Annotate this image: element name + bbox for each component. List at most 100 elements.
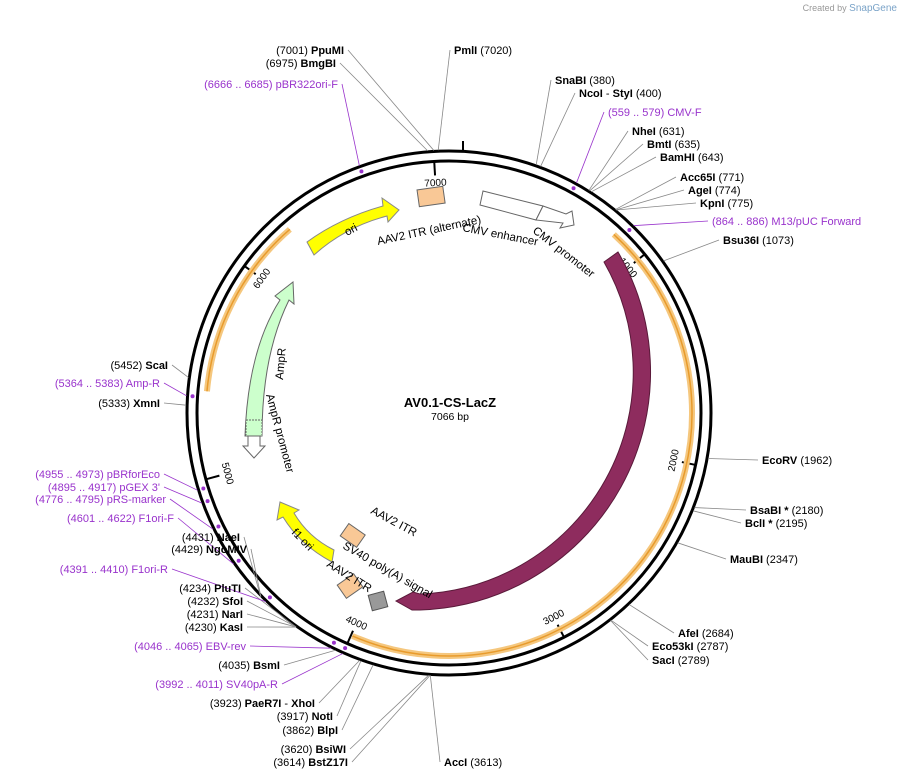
site-leader-line <box>243 536 261 597</box>
restriction-site-label[interactable]: AfeI (2684) <box>678 628 734 640</box>
site-leader-line <box>663 239 720 262</box>
ampr-feature[interactable] <box>244 281 295 437</box>
site-leader-line <box>341 664 374 731</box>
restriction-site-label[interactable]: BclI * (2195) <box>745 518 807 530</box>
primer-label[interactable]: (6666 .. 6685) pBR322ori-F <box>204 79 338 91</box>
site-leader-line <box>615 176 677 210</box>
restriction-site-label[interactable]: (3862) BlpI <box>282 725 338 737</box>
site-leader-line <box>250 548 262 597</box>
cmv-enhancer-feature[interactable] <box>479 190 544 221</box>
primer-label[interactable]: (3992 .. 4011) SV40pA-R <box>155 679 278 691</box>
primer-label[interactable]: (4776 .. 4795) pRS-marker <box>35 494 166 506</box>
orf-arcs <box>203 227 695 659</box>
sv40-polya-feature[interactable] <box>367 590 389 612</box>
snapgene-credit: Created by SnapGene <box>803 3 897 14</box>
restriction-site-label[interactable]: SnaBI (380) <box>555 75 615 87</box>
lacZ-feature[interactable] <box>394 251 652 611</box>
restriction-site-label[interactable]: (4035) BsmI <box>218 660 280 672</box>
cmv-promoter-feature[interactable] <box>535 205 575 229</box>
primer-label[interactable]: (559 .. 579) CMV-F <box>608 107 702 119</box>
restriction-site-label[interactable]: (4429) NgoMIV <box>171 544 247 556</box>
primer-leader-line <box>281 653 343 685</box>
site-leader-line <box>283 649 336 666</box>
ruler-tick-label: 4000 <box>344 614 369 633</box>
restriction-site-label[interactable]: (4231) NarI <box>187 609 243 621</box>
aav2-itr-alternate-feature[interactable] <box>416 185 446 208</box>
primer-mark <box>343 646 348 651</box>
site-leader-line <box>610 619 649 647</box>
site-leader-line <box>437 49 451 151</box>
restriction-site-label[interactable]: Eco53kI (2787) <box>652 641 728 653</box>
site-leader-line <box>610 620 649 661</box>
primer-leader-line <box>163 486 203 504</box>
restriction-site-label[interactable]: (5333) XmnI <box>98 398 160 410</box>
restriction-site-label[interactable]: (4232) SfoI <box>187 596 243 608</box>
restriction-site-label[interactable]: (4431) NaeI <box>182 532 240 544</box>
restriction-site-label[interactable]: (4230) KasI <box>185 622 243 634</box>
restriction-site-label[interactable]: Acc65I (771) <box>680 172 744 184</box>
site-leader-line <box>246 613 297 628</box>
primer-label[interactable]: (4046 .. 4065) EBV-rev <box>134 641 246 653</box>
restriction-site-label[interactable]: (3923) PaeR7I - XhoI <box>210 698 315 710</box>
restriction-site-label[interactable]: (3620) BsiWI <box>281 744 346 756</box>
restriction-site-label[interactable]: (3917) NotI <box>277 711 333 723</box>
lacZ-label: lacZ <box>641 498 660 524</box>
ampr-feature-tail <box>245 419 263 437</box>
ruler-tick <box>205 474 220 481</box>
site-leader-line <box>246 600 297 628</box>
site-leader-line <box>351 675 431 763</box>
site-labels: (7001) PpuMI(6975) BmgBI PmlI (7020) SnaBI… <box>35 45 861 769</box>
restriction-site-label[interactable]: NcoI - StyI (400) <box>579 88 662 100</box>
primer-label[interactable]: (5364 .. 5383) Amp-R <box>55 378 160 390</box>
restriction-site-label[interactable]: NheI (631) <box>632 126 685 138</box>
primer-leader-line <box>249 645 332 649</box>
aav2-itr-feature-1[interactable] <box>339 522 366 548</box>
restriction-site-label[interactable]: (5452) ScaI <box>111 360 169 372</box>
primer-mark <box>571 186 576 191</box>
restriction-site-label[interactable]: (6975) BmgBI <box>266 58 336 70</box>
ruler-tick <box>346 630 354 644</box>
ori-feature[interactable] <box>306 196 400 256</box>
site-leader-line <box>677 542 727 560</box>
restriction-site-label[interactable]: MauBI (2347) <box>730 554 798 566</box>
site-leader-line <box>429 675 441 763</box>
restriction-site-label[interactable]: PmlI (7020) <box>454 45 512 57</box>
restriction-site-label[interactable]: (3614) BstZ17I <box>273 757 348 769</box>
aav2-itr-feature-2[interactable] <box>336 573 364 599</box>
primer-leader-line <box>171 568 266 603</box>
primer-label[interactable]: (4955 .. 4973) pBRforEco <box>35 469 160 481</box>
primer-label[interactable]: (4391 .. 4410) F1ori-R <box>60 564 168 576</box>
restriction-site-label[interactable]: AgeI (774) <box>688 185 741 197</box>
restriction-site-label[interactable]: BmtI (635) <box>647 139 700 151</box>
restriction-site-label[interactable]: SacI (2789) <box>652 655 710 667</box>
site-leader-line <box>616 202 697 211</box>
primer-label[interactable]: (4895 .. 4917) pGEX 3' <box>48 482 160 494</box>
site-leader-line <box>589 143 644 192</box>
restriction-site-label[interactable]: BamHI (643) <box>660 152 724 164</box>
restriction-site-label[interactable]: (7001) PpuMI <box>276 45 344 57</box>
restriction-site-label[interactable]: AccI (3613) <box>444 757 502 769</box>
primer-label[interactable]: (864 .. 886) M13/pUC Forward <box>712 216 861 228</box>
restriction-site-label[interactable]: KpnI (775) <box>700 198 753 210</box>
primer-mark <box>359 169 364 174</box>
restriction-site-label[interactable]: Bsu36I (1073) <box>723 235 794 247</box>
primer-label[interactable]: (4601 .. 4622) F1ori-F <box>67 513 174 525</box>
ampr-label: AmpR <box>274 347 289 380</box>
site-leader-line <box>336 660 362 717</box>
site-leader-line <box>588 130 629 191</box>
ampr-promoter-feature[interactable] <box>241 435 267 459</box>
restriction-site-label[interactable]: EcoRV (1962) <box>762 455 832 467</box>
site-leader-line <box>708 458 759 461</box>
primer-leader-line <box>169 498 214 530</box>
site-leader-line <box>693 510 742 524</box>
backbone-inner-circle <box>195 159 703 667</box>
primer-mark <box>331 640 336 645</box>
site-leader-line <box>244 587 296 627</box>
f1-ori-feature[interactable] <box>276 501 335 563</box>
restriction-site-label[interactable]: BsaBI * (2180) <box>750 505 823 517</box>
feature-arrows <box>241 185 652 612</box>
restriction-site-label[interactable]: (4234) PluTI <box>179 583 241 595</box>
primer-mark <box>267 595 272 600</box>
site-leader-line <box>629 604 675 634</box>
